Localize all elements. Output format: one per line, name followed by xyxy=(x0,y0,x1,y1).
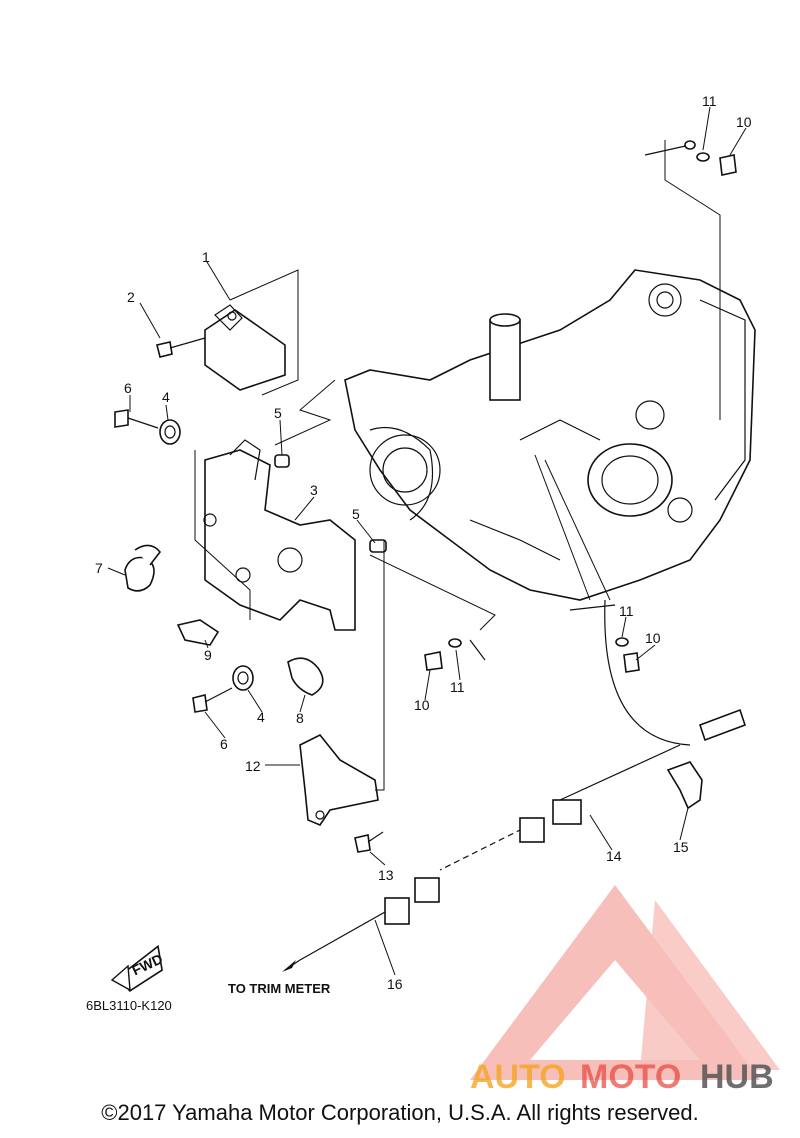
part-15-clamp xyxy=(666,761,703,810)
callout-14: 14 xyxy=(606,848,622,864)
callout-5-right: 5 xyxy=(352,506,360,522)
callout-10-mid: 10 xyxy=(414,697,430,713)
callout-10-top: 10 xyxy=(736,114,752,130)
watermark-auto: AUTO xyxy=(470,1058,566,1096)
part-13-bolt xyxy=(354,831,384,853)
part-5-collar-upper xyxy=(274,454,290,468)
part-9-clip xyxy=(176,619,220,646)
part-12-bracket xyxy=(299,540,385,826)
callout-10-right: 10 xyxy=(645,630,661,646)
watermark-hub: HUB xyxy=(700,1058,774,1096)
watermark-logo-icon xyxy=(470,885,780,1080)
part-4-grommet-lower xyxy=(232,665,254,691)
callout-5-upper: 5 xyxy=(274,405,282,421)
callout-7: 7 xyxy=(95,560,103,576)
callout-6-upper: 6 xyxy=(124,380,132,396)
callout-16: 16 xyxy=(387,976,403,992)
callout-6-lower: 6 xyxy=(220,736,228,752)
callout-11-mid: 11 xyxy=(450,679,465,695)
callout-11-right: 11 xyxy=(619,603,634,619)
part-10-bolt-mid xyxy=(424,651,443,671)
part-6-bolt-lower xyxy=(192,687,233,713)
watermark-moto: MOTO xyxy=(580,1058,681,1096)
watermark-text: AUTO MOTO HUB xyxy=(470,1058,774,1096)
part-10-bolt-right xyxy=(623,652,640,673)
leader-lines xyxy=(107,106,747,976)
part-5-collar-right xyxy=(369,539,387,553)
trim-meter-note: TO TRIM METER xyxy=(228,981,331,996)
part-4-grommet-upper xyxy=(159,419,181,445)
part-16-lead xyxy=(282,897,410,972)
copyright-notice: ©2017 Yamaha Motor Corporation, U.S.A. A… xyxy=(101,1100,699,1125)
callout-4-lower: 4 xyxy=(257,709,265,725)
fwd-arrow-icon: FWD xyxy=(110,944,165,993)
callout-11-top: 11 xyxy=(702,93,717,109)
callout-13: 13 xyxy=(378,867,394,883)
callout-4-upper: 4 xyxy=(162,389,170,405)
connector-leads xyxy=(274,379,616,631)
callout-15: 15 xyxy=(673,839,689,855)
part-10-bolt-top xyxy=(719,154,737,176)
engine-block xyxy=(344,269,756,601)
cable-top xyxy=(644,140,721,420)
part-8-clamp xyxy=(287,657,324,696)
part-11-washer-mid xyxy=(448,638,486,661)
part-3-bracket xyxy=(194,439,356,631)
callout-labels: 1 2 3 4 4 5 5 6 6 7 8 9 10 10 10 11 11 1… xyxy=(95,93,752,992)
part-2-bolt xyxy=(156,337,206,358)
callout-12: 12 xyxy=(245,758,261,774)
part-11-washer-right xyxy=(615,637,629,647)
part-14-harness xyxy=(414,599,747,903)
part-1-module xyxy=(204,269,299,396)
callout-9: 9 xyxy=(204,647,212,663)
part-11-washer-top xyxy=(696,152,710,162)
part-6-bolt-upper xyxy=(114,409,159,429)
callout-2: 2 xyxy=(127,289,135,305)
callout-3: 3 xyxy=(310,482,318,498)
callout-1: 1 xyxy=(202,249,210,265)
part-7-clamp xyxy=(124,544,162,592)
diagram-code: 6BL3110-K120 xyxy=(86,998,172,1013)
callout-8: 8 xyxy=(296,710,304,726)
